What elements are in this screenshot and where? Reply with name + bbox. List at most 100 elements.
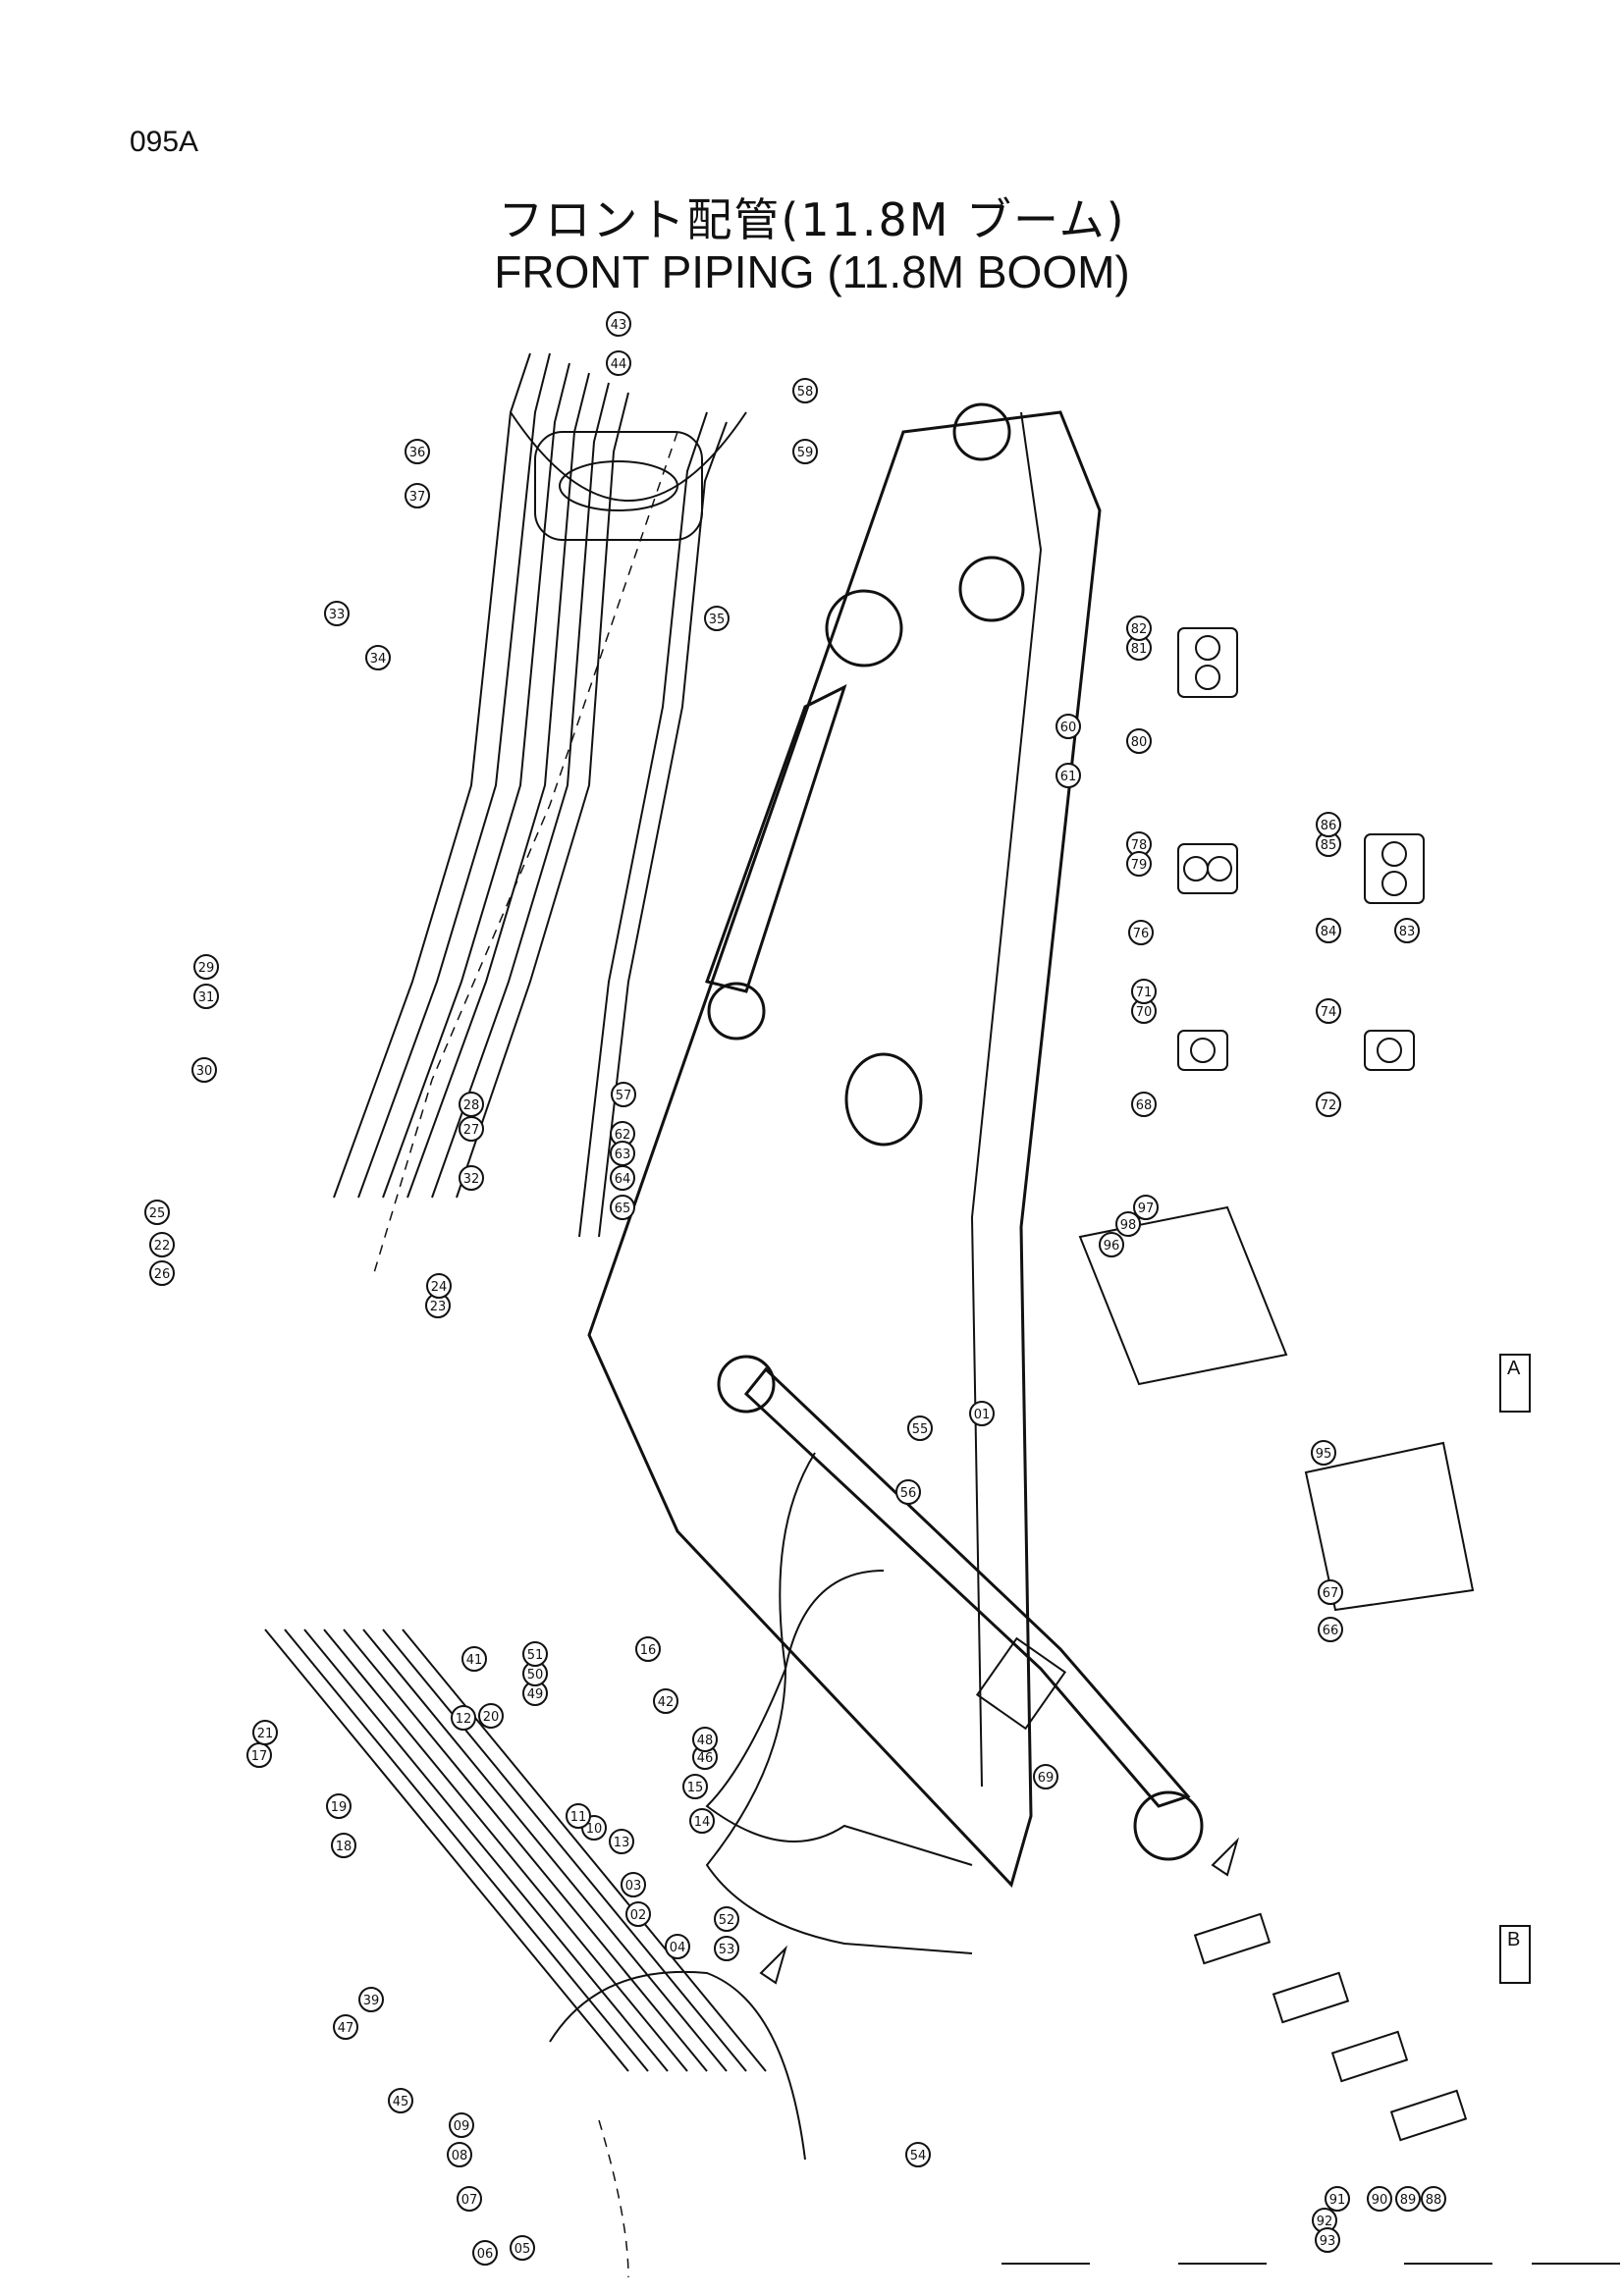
section-arrow-icon <box>1211 1837 1240 1877</box>
callout-label: 13 <box>614 1836 630 1850</box>
callout-88: 88 <box>1421 2186 1446 2212</box>
callout-label: 69 <box>1038 1771 1055 1786</box>
callout-label: 61 <box>1060 770 1077 784</box>
callout-label: 71 <box>1136 986 1153 1000</box>
footer-rule <box>1404 2263 1492 2265</box>
callout-label: 70 <box>1136 1005 1153 1020</box>
callout-label: 89 <box>1400 2193 1417 2208</box>
callout-63: 63 <box>610 1141 635 1166</box>
callout-91: 91 <box>1325 2186 1350 2212</box>
callout-label: 68 <box>1136 1098 1153 1113</box>
callout-82: 82 <box>1126 615 1152 641</box>
callout-label: 23 <box>430 1300 447 1314</box>
callout-label: 29 <box>198 961 215 976</box>
callout-label: 25 <box>149 1206 166 1221</box>
callout-label: 66 <box>1323 1624 1339 1638</box>
callout-42: 42 <box>653 1688 678 1714</box>
callout-59: 59 <box>792 439 818 464</box>
callout-label: 21 <box>257 1727 274 1741</box>
callout-90: 90 <box>1367 2186 1392 2212</box>
footer-rule <box>1178 2263 1267 2265</box>
callout-06: 06 <box>472 2240 498 2266</box>
callout-68: 68 <box>1131 1092 1157 1117</box>
callout-label: 10 <box>586 1822 603 1837</box>
callout-65: 65 <box>610 1195 635 1220</box>
svg-text:B: B <box>1507 1929 1520 1950</box>
callout-39: 39 <box>358 1987 384 2012</box>
callout-label: 30 <box>196 1064 213 1079</box>
callout-label: 64 <box>615 1172 631 1187</box>
callout-label: 88 <box>1426 2193 1442 2208</box>
callout-01: 01 <box>969 1401 995 1426</box>
callout-label: 28 <box>463 1098 480 1113</box>
callout-96: 96 <box>1099 1232 1124 1257</box>
callout-84: 84 <box>1316 918 1341 943</box>
callout-15: 15 <box>682 1774 708 1799</box>
callout-label: 98 <box>1120 1218 1137 1233</box>
callout-label: 19 <box>331 1800 348 1815</box>
callout-04: 04 <box>665 1934 690 1959</box>
callout-21: 21 <box>252 1720 278 1745</box>
callout-label: 39 <box>363 1994 380 2008</box>
callout-label: 12 <box>456 1712 472 1727</box>
callout-12: 12 <box>451 1705 476 1731</box>
callout-label: 20 <box>483 1710 500 1725</box>
callout-78: 78 <box>1126 831 1152 857</box>
callout-92: 92 <box>1312 2208 1337 2233</box>
callout-79: 79 <box>1126 851 1152 877</box>
callout-label: 17 <box>251 1749 268 1764</box>
callout-label: 32 <box>463 1172 480 1187</box>
callout-34: 34 <box>365 645 391 670</box>
clamp-details <box>1078 627 1475 2142</box>
callout-22: 22 <box>149 1232 175 1257</box>
boom-structure <box>587 402 1204 1954</box>
callout-label: 55 <box>912 1422 929 1437</box>
callout-03: 03 <box>621 1872 646 1897</box>
callout-label: 59 <box>797 446 814 460</box>
callout-95: 95 <box>1311 1440 1336 1466</box>
callout-label: 50 <box>527 1668 544 1682</box>
callout-label: 36 <box>409 446 426 460</box>
callout-57: 57 <box>611 1082 636 1107</box>
callout-label: 41 <box>466 1653 483 1668</box>
callout-76: 76 <box>1128 920 1154 945</box>
callout-20: 20 <box>478 1703 504 1729</box>
callout-label: 85 <box>1321 838 1337 853</box>
callout-label: 35 <box>709 613 726 627</box>
callout-71: 71 <box>1131 979 1157 1004</box>
callout-97: 97 <box>1133 1195 1159 1220</box>
callout-label: 56 <box>900 1486 917 1501</box>
callout-02: 02 <box>625 1901 651 1927</box>
callout-43: 43 <box>606 311 631 337</box>
callout-label: 92 <box>1317 2215 1333 2229</box>
callout-label: 76 <box>1133 927 1150 941</box>
callout-52: 52 <box>714 1906 739 1932</box>
callout-label: 47 <box>338 2021 354 2036</box>
callout-50: 50 <box>522 1661 548 1686</box>
callout-label: 86 <box>1321 819 1337 833</box>
callout-label: 11 <box>570 1810 587 1825</box>
callout-35: 35 <box>704 606 730 631</box>
callout-14: 14 <box>689 1808 715 1834</box>
callout-label: 74 <box>1321 1005 1337 1020</box>
callout-label: 97 <box>1138 1201 1155 1216</box>
callout-label: 46 <box>697 1751 714 1766</box>
callout-80: 80 <box>1126 728 1152 754</box>
callout-label: 93 <box>1320 2234 1336 2249</box>
callout-label: 16 <box>640 1643 657 1658</box>
callout-61: 61 <box>1056 763 1081 788</box>
callout-label: 95 <box>1316 1447 1332 1462</box>
callout-17: 17 <box>246 1742 272 1768</box>
callout-83: 83 <box>1394 918 1420 943</box>
callout-24: 24 <box>426 1273 452 1299</box>
callout-53: 53 <box>714 1936 739 1961</box>
callout-74: 74 <box>1316 998 1341 1024</box>
callout-09: 09 <box>449 2112 474 2138</box>
callout-label: 08 <box>452 2149 468 2163</box>
callout-11: 11 <box>566 1803 591 1829</box>
callout-label: 84 <box>1321 925 1337 939</box>
callout-label: 26 <box>154 1267 171 1282</box>
callout-label: 60 <box>1060 721 1077 735</box>
callout-29: 29 <box>193 954 219 980</box>
callout-label: 63 <box>615 1148 631 1162</box>
